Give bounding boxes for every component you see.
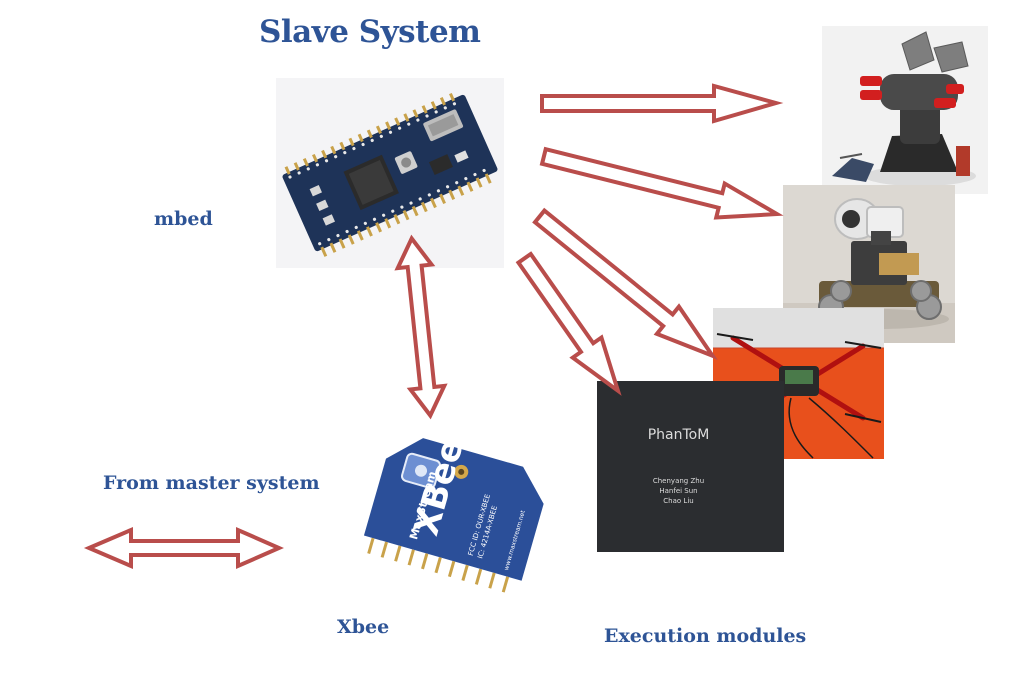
arrow-to-tank — [539, 146, 784, 220]
arrow-to-phantom — [515, 251, 622, 396]
phantom-slide-title: PhanToM — [647, 427, 710, 443]
arrow-to-turret — [540, 83, 784, 124]
from-master-label: From master system — [103, 472, 320, 494]
execution-modules-label: Execution modules — [604, 625, 807, 647]
turret-robot-image — [822, 26, 988, 194]
mbed-board-image — [276, 78, 504, 268]
phantom-author-2: Hanfei Sun — [659, 487, 698, 495]
phantom-author-1: Chenyang Zhu — [652, 477, 705, 485]
arrow-to-quadcopter — [532, 207, 718, 360]
diagram-title: Slave System — [259, 14, 481, 50]
xbee-label: Xbee — [337, 616, 390, 638]
mbed-label: mbed — [154, 208, 213, 230]
phantom-slide-image: PhanToM Chenyang Zhu Hanfei Sun Chao Liu — [597, 381, 784, 552]
phantom-author-3: Chao Liu — [663, 497, 694, 505]
arrow-from-master — [83, 526, 284, 570]
xbee-module-image: XBee MaxStream FCC ID: OUR-XBEE IC: 4214… — [356, 432, 560, 602]
